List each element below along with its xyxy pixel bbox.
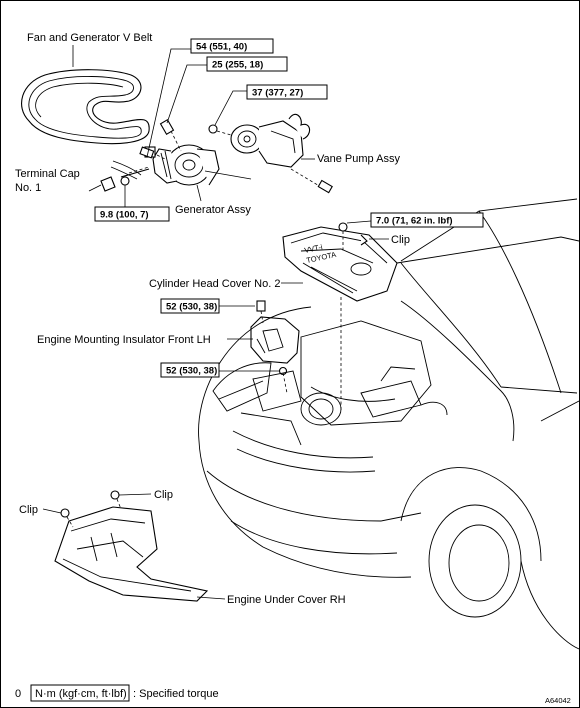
torque-box-4: 9.8 (100, 7) <box>94 206 170 222</box>
generator-label: Generator Assy <box>175 204 251 216</box>
generator-drawing <box>120 144 220 186</box>
legend-text: : Specified torque <box>133 688 219 700</box>
vane-pump-label: Vane Pump Assy <box>317 153 400 165</box>
torque-box-2: 25 (255, 18) <box>206 56 288 72</box>
terminal-cap-drawing <box>100 160 142 192</box>
cylinder-head-cover-drawing: VVT-i TOYOTA <box>282 222 398 302</box>
svg-text:VVT-i: VVT-i <box>304 242 324 255</box>
under-cover-label: Engine Under Cover RH <box>227 594 346 606</box>
generator-bolts <box>139 119 252 180</box>
cylinder-head-cover-label: Cylinder Head Cover No. 2 <box>149 278 280 290</box>
torque-box-3: 37 (377, 27) <box>246 84 328 100</box>
leader-lines <box>42 45 389 600</box>
fan-belt-label: Fan and Generator V Belt <box>27 32 152 44</box>
torque-box-6: 52 (530, 38) <box>160 298 220 314</box>
torque-value-3: 37 (377, 27) <box>252 88 303 99</box>
torque-value-1: 54 (551, 40) <box>196 42 247 53</box>
torque-box-5: 7.0 (71, 62 in. lbf) <box>370 212 484 228</box>
car-body-drawing <box>198 198 579 650</box>
figure-id: A64042 <box>545 696 571 705</box>
terminal-cap-label-line2: No. 1 <box>15 182 41 194</box>
clip-left-label: Clip <box>19 504 38 516</box>
torque-box-1: 54 (551, 40) <box>190 38 274 54</box>
torque-value-2: 25 (255, 18) <box>212 60 263 71</box>
torque-box-7: 52 (530, 38) <box>160 362 220 378</box>
v-belt-drawing <box>21 69 150 145</box>
torque-value-5: 7.0 (71, 62 in. lbf) <box>376 216 453 227</box>
under-cover-drawing <box>54 490 209 602</box>
torque-value-6: 52 (530, 38) <box>166 302 217 313</box>
vane-pump-drawing <box>208 113 333 194</box>
torque-value-7: 52 (530, 38) <box>166 366 217 377</box>
torque-value-4: 9.8 (100, 7) <box>100 210 149 221</box>
torque-legend: 0 N·m (kgf·cm, ft·lbf) : Specified torqu… <box>15 684 219 702</box>
legend-unit: N·m (kgf·cm, ft·lbf) <box>35 688 127 700</box>
terminal-cap-label-line1: Terminal Cap <box>15 168 80 180</box>
clip-right-label: Clip <box>154 489 173 501</box>
engine-mount-label: Engine Mounting Insulator Front LH <box>37 334 211 346</box>
legend-bullet: 0 <box>15 688 21 700</box>
clip-top-label: Clip <box>391 234 410 246</box>
